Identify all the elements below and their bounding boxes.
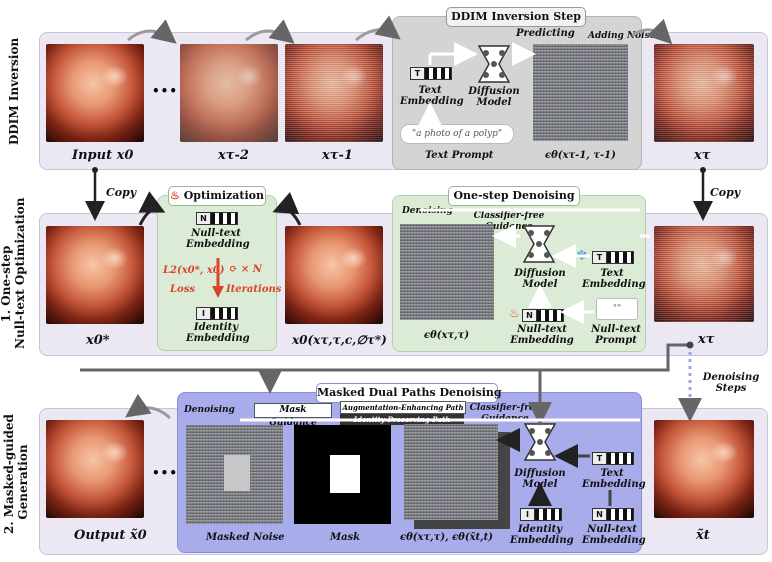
curve-arrow-4 [631, 18, 673, 45]
opt-curve-left [138, 191, 166, 226]
x-tau-label-row2: xτ [698, 332, 715, 347]
predicting-label: Predicting [516, 28, 575, 39]
optimization-title: ♨ Optimization [168, 186, 266, 206]
flame-icon-onestep: ♨ [509, 306, 520, 320]
x-tilde-t-image [654, 420, 754, 518]
mask-blob [330, 455, 360, 493]
x-tau-image-row1 [654, 44, 754, 142]
x-tau-1-label: xτ-1 [322, 148, 353, 163]
identity-token-masked: I [520, 508, 562, 521]
text-token-onestep: T [592, 251, 634, 264]
mask-guidance-box: Mask Guidance [254, 403, 332, 428]
text-embedding-token-ddim: T [410, 67, 452, 80]
row3-dots: ••• [152, 466, 179, 480]
ddim-step-title: DDIM Inversion Step [446, 7, 586, 27]
output-label: Output x̃0 [74, 528, 147, 543]
x0-func-label: x0(xτ,τ,c,∅τ*) [292, 333, 387, 347]
eps-label-onestep: ϵθ(xτ,τ) [424, 330, 470, 341]
mask-label: Mask [330, 532, 361, 543]
one-step-title: One-step Denoising [448, 186, 580, 206]
diffusion-model-icon-ddim [477, 45, 511, 83]
copy-left-dot [92, 167, 98, 173]
x-tau-2-label: xτ-2 [218, 148, 249, 163]
down-arrow-icon [212, 258, 224, 298]
null-token-masked: N [592, 508, 634, 521]
copy-right-dot [700, 167, 706, 173]
noise-image-onestep [400, 224, 494, 320]
text-prompt-label: Text Prompt [425, 150, 494, 161]
null-token-onestep: N [522, 309, 564, 322]
curve-arrow-2 [245, 19, 295, 44]
x-tilde-t-label: x̃t [696, 528, 710, 543]
null-prompt-box: "" [596, 298, 638, 320]
loss-formula: L2(x0*, x0) [163, 265, 225, 276]
iter-n-text: × N [240, 264, 262, 275]
diffusion-model-icon-onestep [522, 225, 556, 263]
text-token-masked: T [592, 452, 634, 465]
denoising-label-masked: Denoising [184, 405, 235, 415]
x0-func-image [285, 226, 383, 324]
x-tau-2-image [180, 44, 278, 142]
flame-icon: ♨ [169, 189, 180, 202]
x-tau-label-row1: xτ [694, 148, 711, 163]
masked-noise-label: Masked Noise [206, 532, 285, 543]
masked-title: Masked Dual Paths Denoising [316, 383, 502, 403]
row1-dots: ••• [152, 84, 179, 98]
text-prompt-box: "a photo of a polyp" [400, 124, 514, 144]
stacked-noise-image [404, 424, 498, 520]
eps-label-masked: ϵθ(xτ,τ), ϵθ(x̃t,t) [400, 532, 493, 543]
noise-image-ddim [533, 44, 628, 141]
aug-path-box: Augmentation-Enhancing Path [340, 401, 466, 414]
input-image [46, 44, 144, 142]
xt-dot [686, 341, 694, 349]
iter-n-label: ⟳ × N [229, 264, 262, 275]
x-tau-1-image [285, 44, 383, 142]
adding-noise-label: Adding Noise [588, 31, 656, 41]
copy-right-label: Copy [710, 186, 741, 199]
iterations-label: Iterations [226, 284, 282, 295]
output-image [46, 420, 144, 518]
input-label: Input x0 [72, 148, 134, 163]
null-text-token-opt: N [196, 212, 238, 225]
copy-left-label: Copy [106, 186, 137, 199]
row3-curve-arrow [125, 393, 172, 420]
loop-icon: ⟳ [229, 264, 238, 275]
identity-token-opt: I [196, 307, 238, 320]
eps-label-ddim: ϵθ(xτ-1, τ-1) [545, 150, 616, 161]
optimization-title-text: Optimization [183, 189, 265, 202]
masked-noise-blob [224, 455, 250, 491]
curve-arrow-1 [127, 19, 177, 44]
x0-star-image [46, 226, 144, 324]
x-tau-image-row2 [654, 226, 754, 322]
curve-arrow-3 [355, 15, 401, 42]
xt-to-masked-line [80, 343, 690, 372]
opt-curve-right [272, 192, 302, 226]
x0-star-label: x0* [86, 333, 110, 348]
loss-label: Loss [170, 284, 195, 295]
